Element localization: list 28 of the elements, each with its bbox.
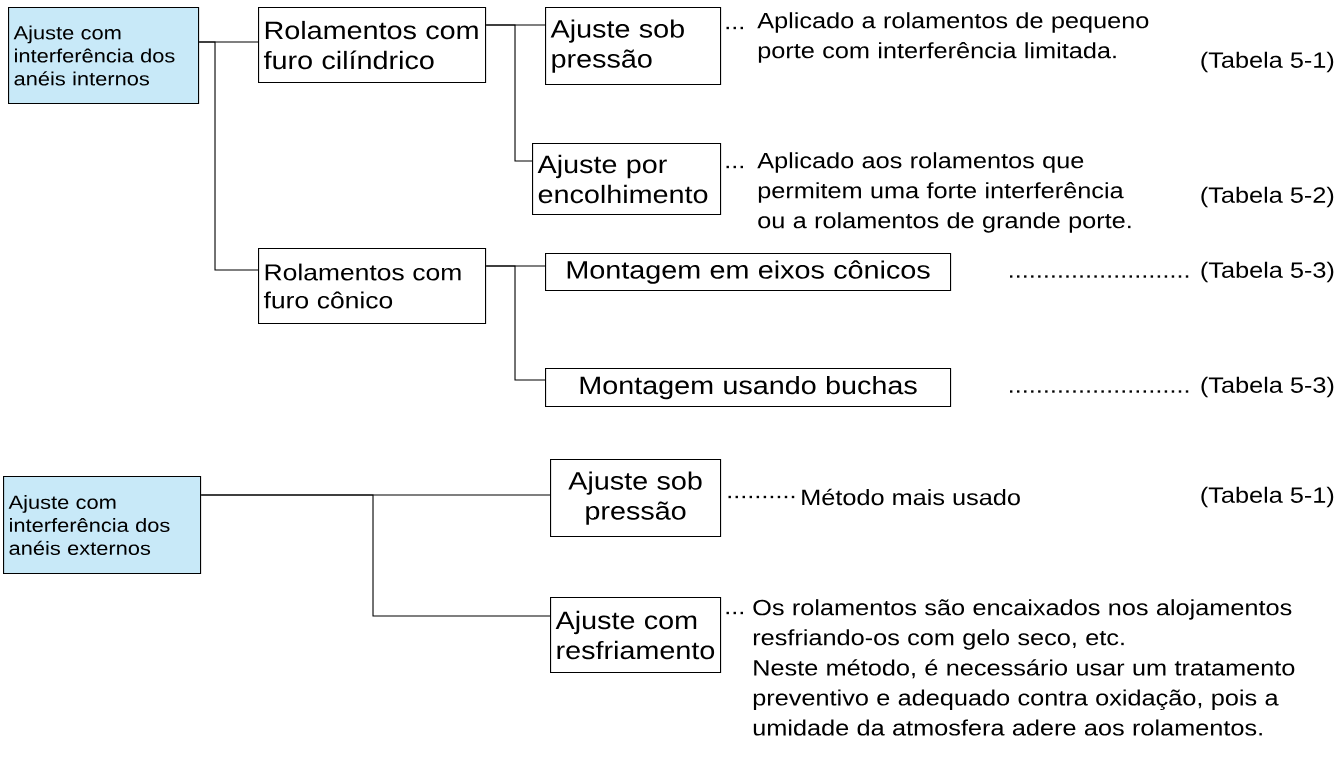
connector-line [485,24,533,162]
category-box: Ajuste com interferência dos anéis internos [8,7,200,105]
method-box: Ajuste com resfriamento [550,597,722,674]
dot-leader: ... [726,165,743,169]
description-text: Os rolamentos são encaixados nos alojamentos resfriando-os com gelo seco, etc. [753,599,1292,650]
description-text: Aplicado aos rolamentos que permitem uma forte interferência ou a rolamentos de grande porte. [757,152,1131,233]
method-box: Rolamentos com furo cilíndrico [258,7,487,84]
connector-line [200,494,551,617]
description-text: Neste método, é necessário usar um tratamento preventivo e adequado contra oxidação, pois a umidade da atmosfera adere aos rolamentos. [753,659,1295,736]
table-reference: (Tabela 5-2) [1201,186,1334,208]
category-box: Ajuste com interferência dos anéis externos [3,476,202,575]
table-reference: (Tabela 5-1) [1201,486,1334,508]
method-box: Ajuste por encolhimento [532,143,722,216]
dot-leader: ... [726,611,743,615]
dot-leader: ... [726,26,743,30]
connector-line [198,41,259,271]
method-box: Montagem usando buchas [545,368,952,408]
connector-line [485,265,546,381]
table-reference: (Tabela 5-1) [1201,51,1334,73]
description-text: Método mais usado [802,488,1020,506]
method-box: Ajuste sob pressão [550,459,722,538]
method-box: Ajuste sob pressão [545,7,722,86]
table-reference: .......................... (Tabela 5-3) [1010,261,1334,283]
method-box: Montagem em eixos cônicos [545,253,952,292]
description-text: Aplicado a rolamentos de pequeno porte com interferência limitada. [757,12,1149,63]
table-reference: .......................... (Tabela 5-3) [1010,376,1334,398]
method-box: Rolamentos com furo cônico [258,248,487,325]
dot-leader: .......... [728,495,795,499]
